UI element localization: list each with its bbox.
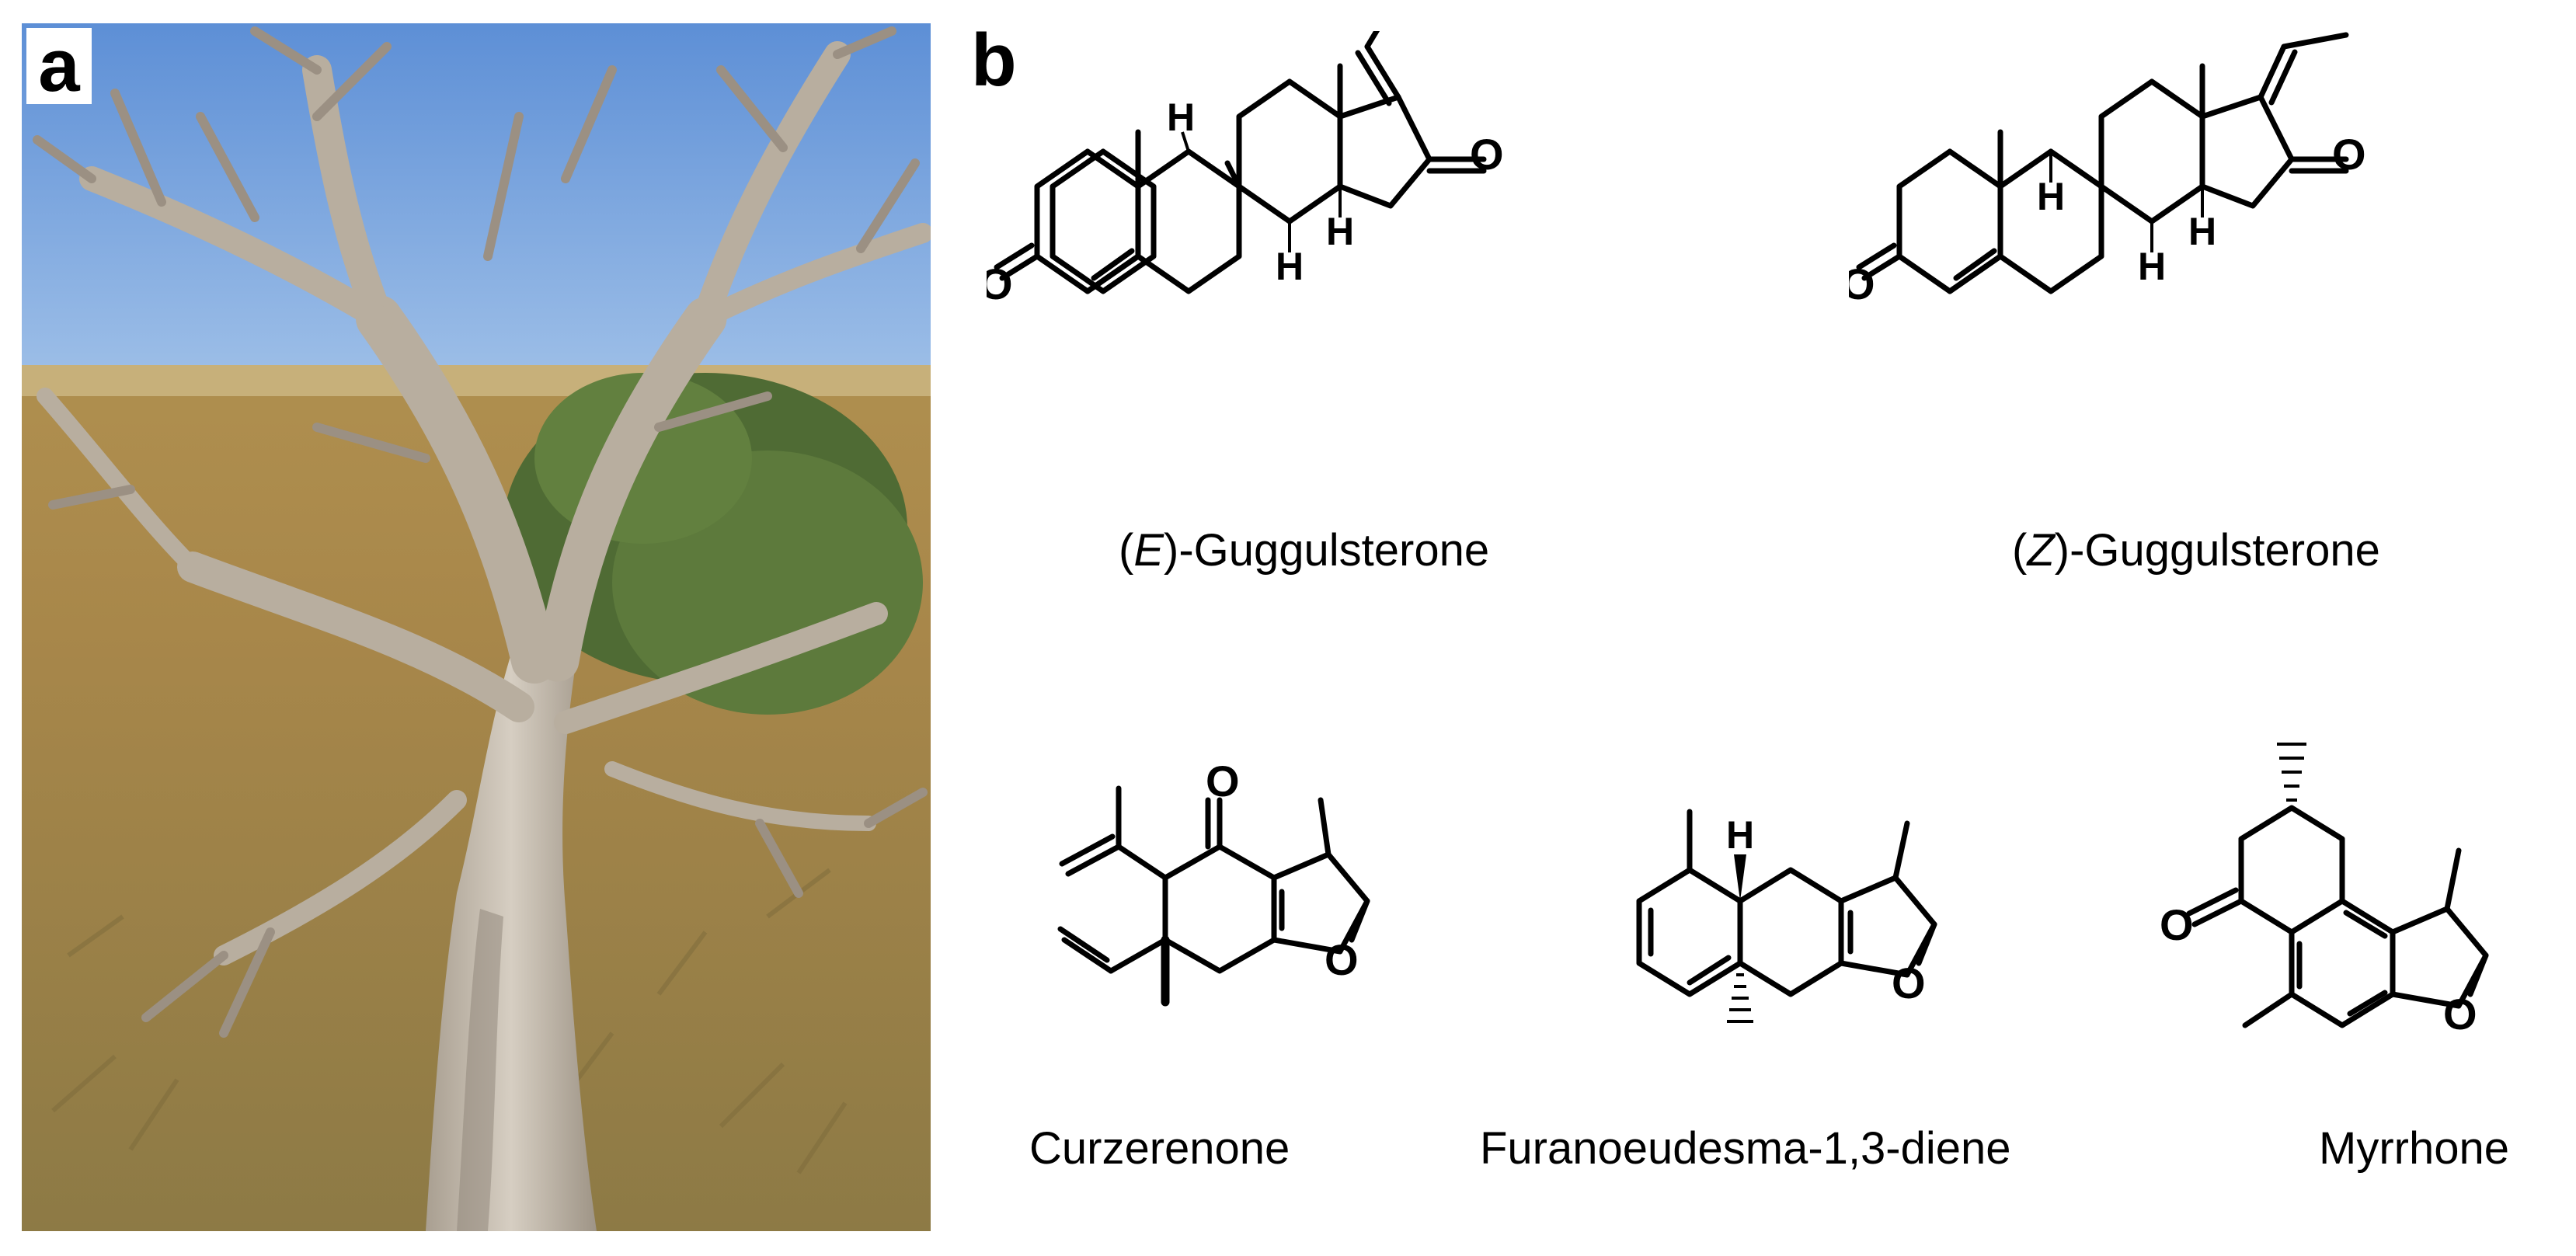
caption-e-guggulsterone: (E)-Guggulsterone (1119, 525, 1490, 576)
oxygen-label-furan: O (1892, 959, 1926, 1007)
caption-myrrhone: Myrrhone (2319, 1123, 2509, 1174)
hydrogen-label-1: H (2037, 175, 2065, 218)
hydrogen-label-3: H (2188, 210, 2216, 253)
tree-photograph (22, 23, 931, 1231)
z-guggulsterone-structure: O O H H H (1849, 32, 2366, 308)
oxygen-label-ketone: O (1206, 757, 1240, 805)
hydrogen-label-1: H (1167, 96, 1195, 139)
furanoeudesma-diene-structure: H O (1636, 809, 1937, 1023)
caption-furanoeudesma-diene: Furanoeudesma-1,3-diene (1480, 1123, 2011, 1174)
myrrhone-structure: O O (2160, 743, 2489, 1039)
hydrogen-label-2: H (1276, 245, 1304, 288)
hydrogen-label-2: H (2138, 245, 2166, 288)
oxygen-label-a: O (1849, 259, 1875, 308)
oxygen-label-furan: O (1325, 935, 1359, 984)
hydrogen-label-3: H (1326, 210, 1354, 253)
oxygen-label-d: O (2332, 130, 2366, 179)
hydrogen-label: H (1726, 813, 1754, 857)
caption-curzerenone: Curzerenone (1029, 1123, 1290, 1174)
e-guggulsterone-structure: O O H H H (987, 31, 1504, 308)
panel-b-label: b (971, 19, 1017, 102)
oxygen-label-d: O (1470, 130, 1504, 179)
oxygen-label-furan: O (2443, 990, 2477, 1039)
oxygen-label-a: O (987, 259, 1013, 308)
caption-z-guggulsterone: (Z)-Guggulsterone (2012, 525, 2380, 576)
oxygen-label-ketone: O (2160, 900, 2194, 949)
panel-a-label: a (26, 28, 92, 104)
curzerenone-structure: O O (1057, 757, 1370, 1007)
